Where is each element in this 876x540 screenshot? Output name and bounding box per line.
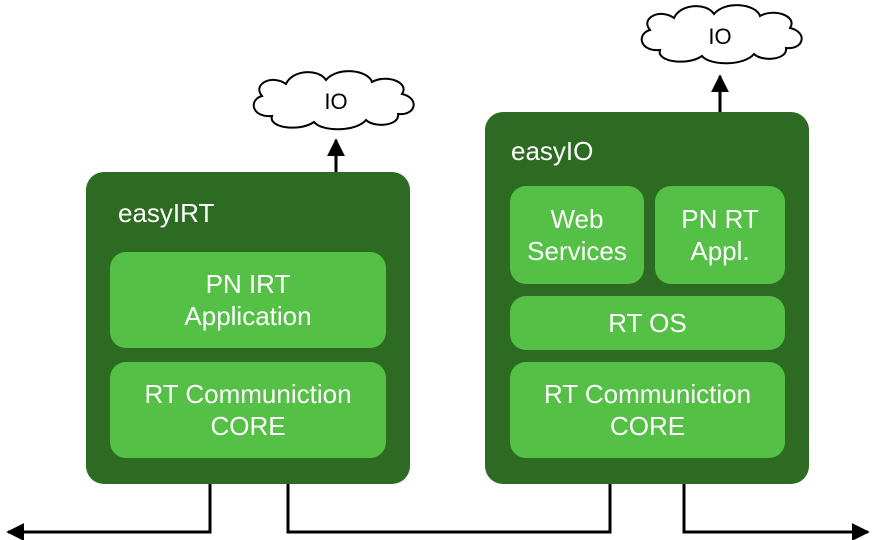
block-pn-irt-application: PN IRT Application bbox=[110, 252, 386, 348]
block-rt-comm-core-right: RT Communiction CORE bbox=[510, 362, 785, 458]
bus-line-mid bbox=[279, 458, 619, 534]
block-label: RT OS bbox=[608, 307, 687, 338]
module-title: easyIO bbox=[511, 136, 594, 166]
module-title: easyIRT bbox=[118, 198, 215, 228]
block-rt-comm-core-left: RT Communiction CORE bbox=[110, 362, 386, 458]
block-label: PN RT Appl. bbox=[681, 203, 759, 267]
cloud-label-right: IO bbox=[708, 24, 732, 49]
block-label: RT Communiction CORE bbox=[144, 378, 352, 442]
bus-line-right bbox=[675, 458, 870, 540]
block-label: PN IRT Application bbox=[184, 268, 312, 332]
cloud-shape-right bbox=[640, 4, 803, 65]
block-label: Web Services bbox=[527, 203, 627, 267]
bus-line bbox=[8, 458, 219, 534]
block-pn-rt-appl: PN RT Appl. bbox=[655, 186, 785, 284]
block-rt-os: RT OS bbox=[510, 296, 785, 350]
cloud-label-left: IO bbox=[324, 89, 348, 114]
block-label: RT Communiction CORE bbox=[543, 378, 752, 442]
block-web-services: Web Services bbox=[510, 186, 644, 284]
cloud-shape-left bbox=[252, 70, 415, 131]
